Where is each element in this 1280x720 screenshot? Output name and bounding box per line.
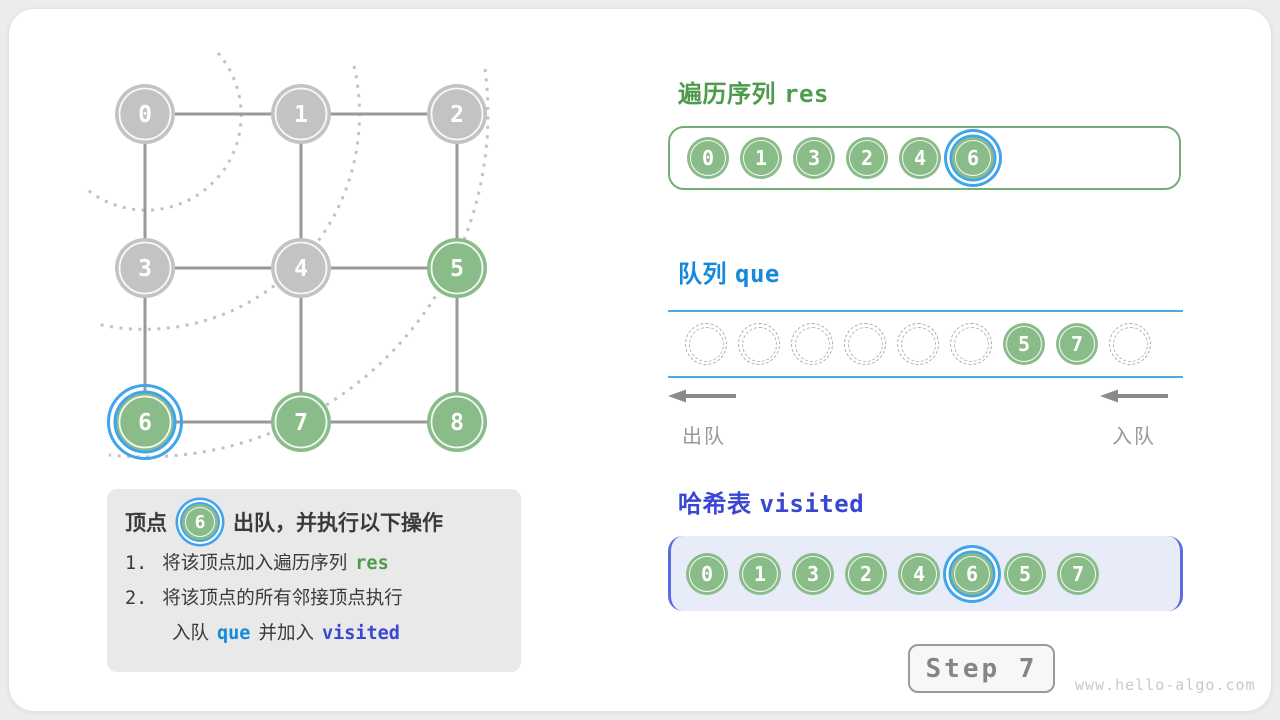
visited-item-current: 6 (951, 552, 993, 595)
visited-title-zh: 哈希表 (678, 491, 752, 518)
res-item: 2 (846, 137, 888, 179)
res-title-code: res (784, 80, 829, 108)
queue-section-title: 队列 que (678, 254, 780, 289)
graph-node-3: 3 (115, 238, 175, 298)
current-vertex-badge: 6 (182, 504, 218, 540)
graph-node-8: 8 (427, 392, 487, 452)
queue-slot-empty (738, 323, 780, 365)
step2b-pre: 入队 (172, 622, 210, 643)
info-title-prefix: 顶点 (125, 512, 167, 535)
graph-node-4: 4 (271, 238, 331, 298)
info-title: 顶点 6 出队，并执行以下操作 (125, 504, 521, 540)
queue-slot-empty (685, 323, 727, 365)
res-item: 1 (740, 137, 782, 179)
visited-item: 0 (686, 552, 728, 595)
queue-title-code: que (735, 260, 780, 288)
enqueue-indicator: 入队 (1100, 387, 1170, 449)
res-item: 0 (687, 137, 729, 179)
step1-number: 1. (125, 553, 148, 574)
queue-slot-empty (897, 323, 939, 365)
queue-item: 5 (1003, 323, 1045, 365)
step1-text: 将该顶点加入遍历序列 (162, 552, 348, 573)
info-title-suffix: 出队，并执行以下操作 (233, 512, 443, 535)
graph-svg: 0 1 2 3 4 5 6 7 8 (83, 52, 490, 460)
visited-item: 4 (898, 552, 940, 595)
queue-title-zh: 队列 (678, 261, 727, 288)
visited-item: 1 (739, 552, 781, 595)
graph-node-7: 7 (271, 392, 331, 452)
visited-section-title: 哈希表 visited (678, 484, 864, 519)
step2-number: 2. (125, 588, 148, 609)
step2b-code-visited: visited (321, 623, 400, 644)
info-step-2: 2. 将该顶点的所有邻接顶点执行 (125, 584, 521, 610)
step1-code-res: res (355, 553, 389, 574)
svg-text:8: 8 (450, 410, 464, 436)
res-item-current: 6 (952, 137, 994, 179)
svg-text:7: 7 (294, 410, 308, 436)
svg-text:1: 1 (294, 102, 308, 128)
info-step-1: 1. 将该顶点加入遍历序列 res (125, 549, 521, 575)
step2b-code-que: que (217, 623, 251, 644)
step2-text: 将该顶点的所有邻接顶点执行 (162, 587, 403, 608)
svg-text:3: 3 (138, 256, 152, 282)
visited-title-code: visited (759, 490, 865, 518)
visited-item: 5 (1004, 552, 1046, 595)
dequeue-indicator: 出队 (668, 387, 738, 449)
res-title-zh: 遍历序列 (678, 81, 776, 108)
graph-node-5: 5 (427, 238, 487, 298)
visited-item: 2 (845, 552, 887, 595)
svg-text:4: 4 (294, 256, 308, 282)
watermark: www.hello-algo.com (1075, 676, 1256, 694)
queue-slot-empty (950, 323, 992, 365)
svg-text:0: 0 (138, 102, 152, 128)
info-step-2b: 入队 que 并加入 visited (125, 619, 521, 645)
graph-node-0: 0 (115, 84, 175, 144)
graph-node-1: 1 (271, 84, 331, 144)
queue-slot-empty (1109, 323, 1151, 365)
dequeue-arrow-icon (668, 389, 736, 403)
enqueue-arrow-icon (1100, 389, 1168, 403)
step-badge: Step 7 (908, 644, 1055, 693)
graph-nodes: 0 1 2 3 4 5 6 7 8 (107, 84, 487, 460)
queue-slot-empty (791, 323, 833, 365)
graph-node-6-current: 6 (107, 384, 183, 460)
res-section-title: 遍历序列 res (678, 74, 829, 109)
res-item: 3 (793, 137, 835, 179)
queue-slot-empty (844, 323, 886, 365)
dequeue-label: 出队 (682, 426, 726, 448)
step2b-mid: 并加入 (258, 622, 314, 643)
graph-node-2: 2 (427, 84, 487, 144)
visited-item: 7 (1057, 552, 1099, 595)
res-item: 4 (899, 137, 941, 179)
queue-item: 7 (1056, 323, 1098, 365)
svg-text:5: 5 (450, 256, 464, 282)
svg-text:2: 2 (450, 102, 464, 128)
enqueue-label: 入队 (1112, 426, 1156, 448)
svg-text:6: 6 (138, 410, 152, 436)
visited-item: 3 (792, 552, 834, 595)
operation-info-box: 顶点 6 出队，并执行以下操作 1. 将该顶点加入遍历序列 res 2. 将该顶… (107, 489, 521, 672)
